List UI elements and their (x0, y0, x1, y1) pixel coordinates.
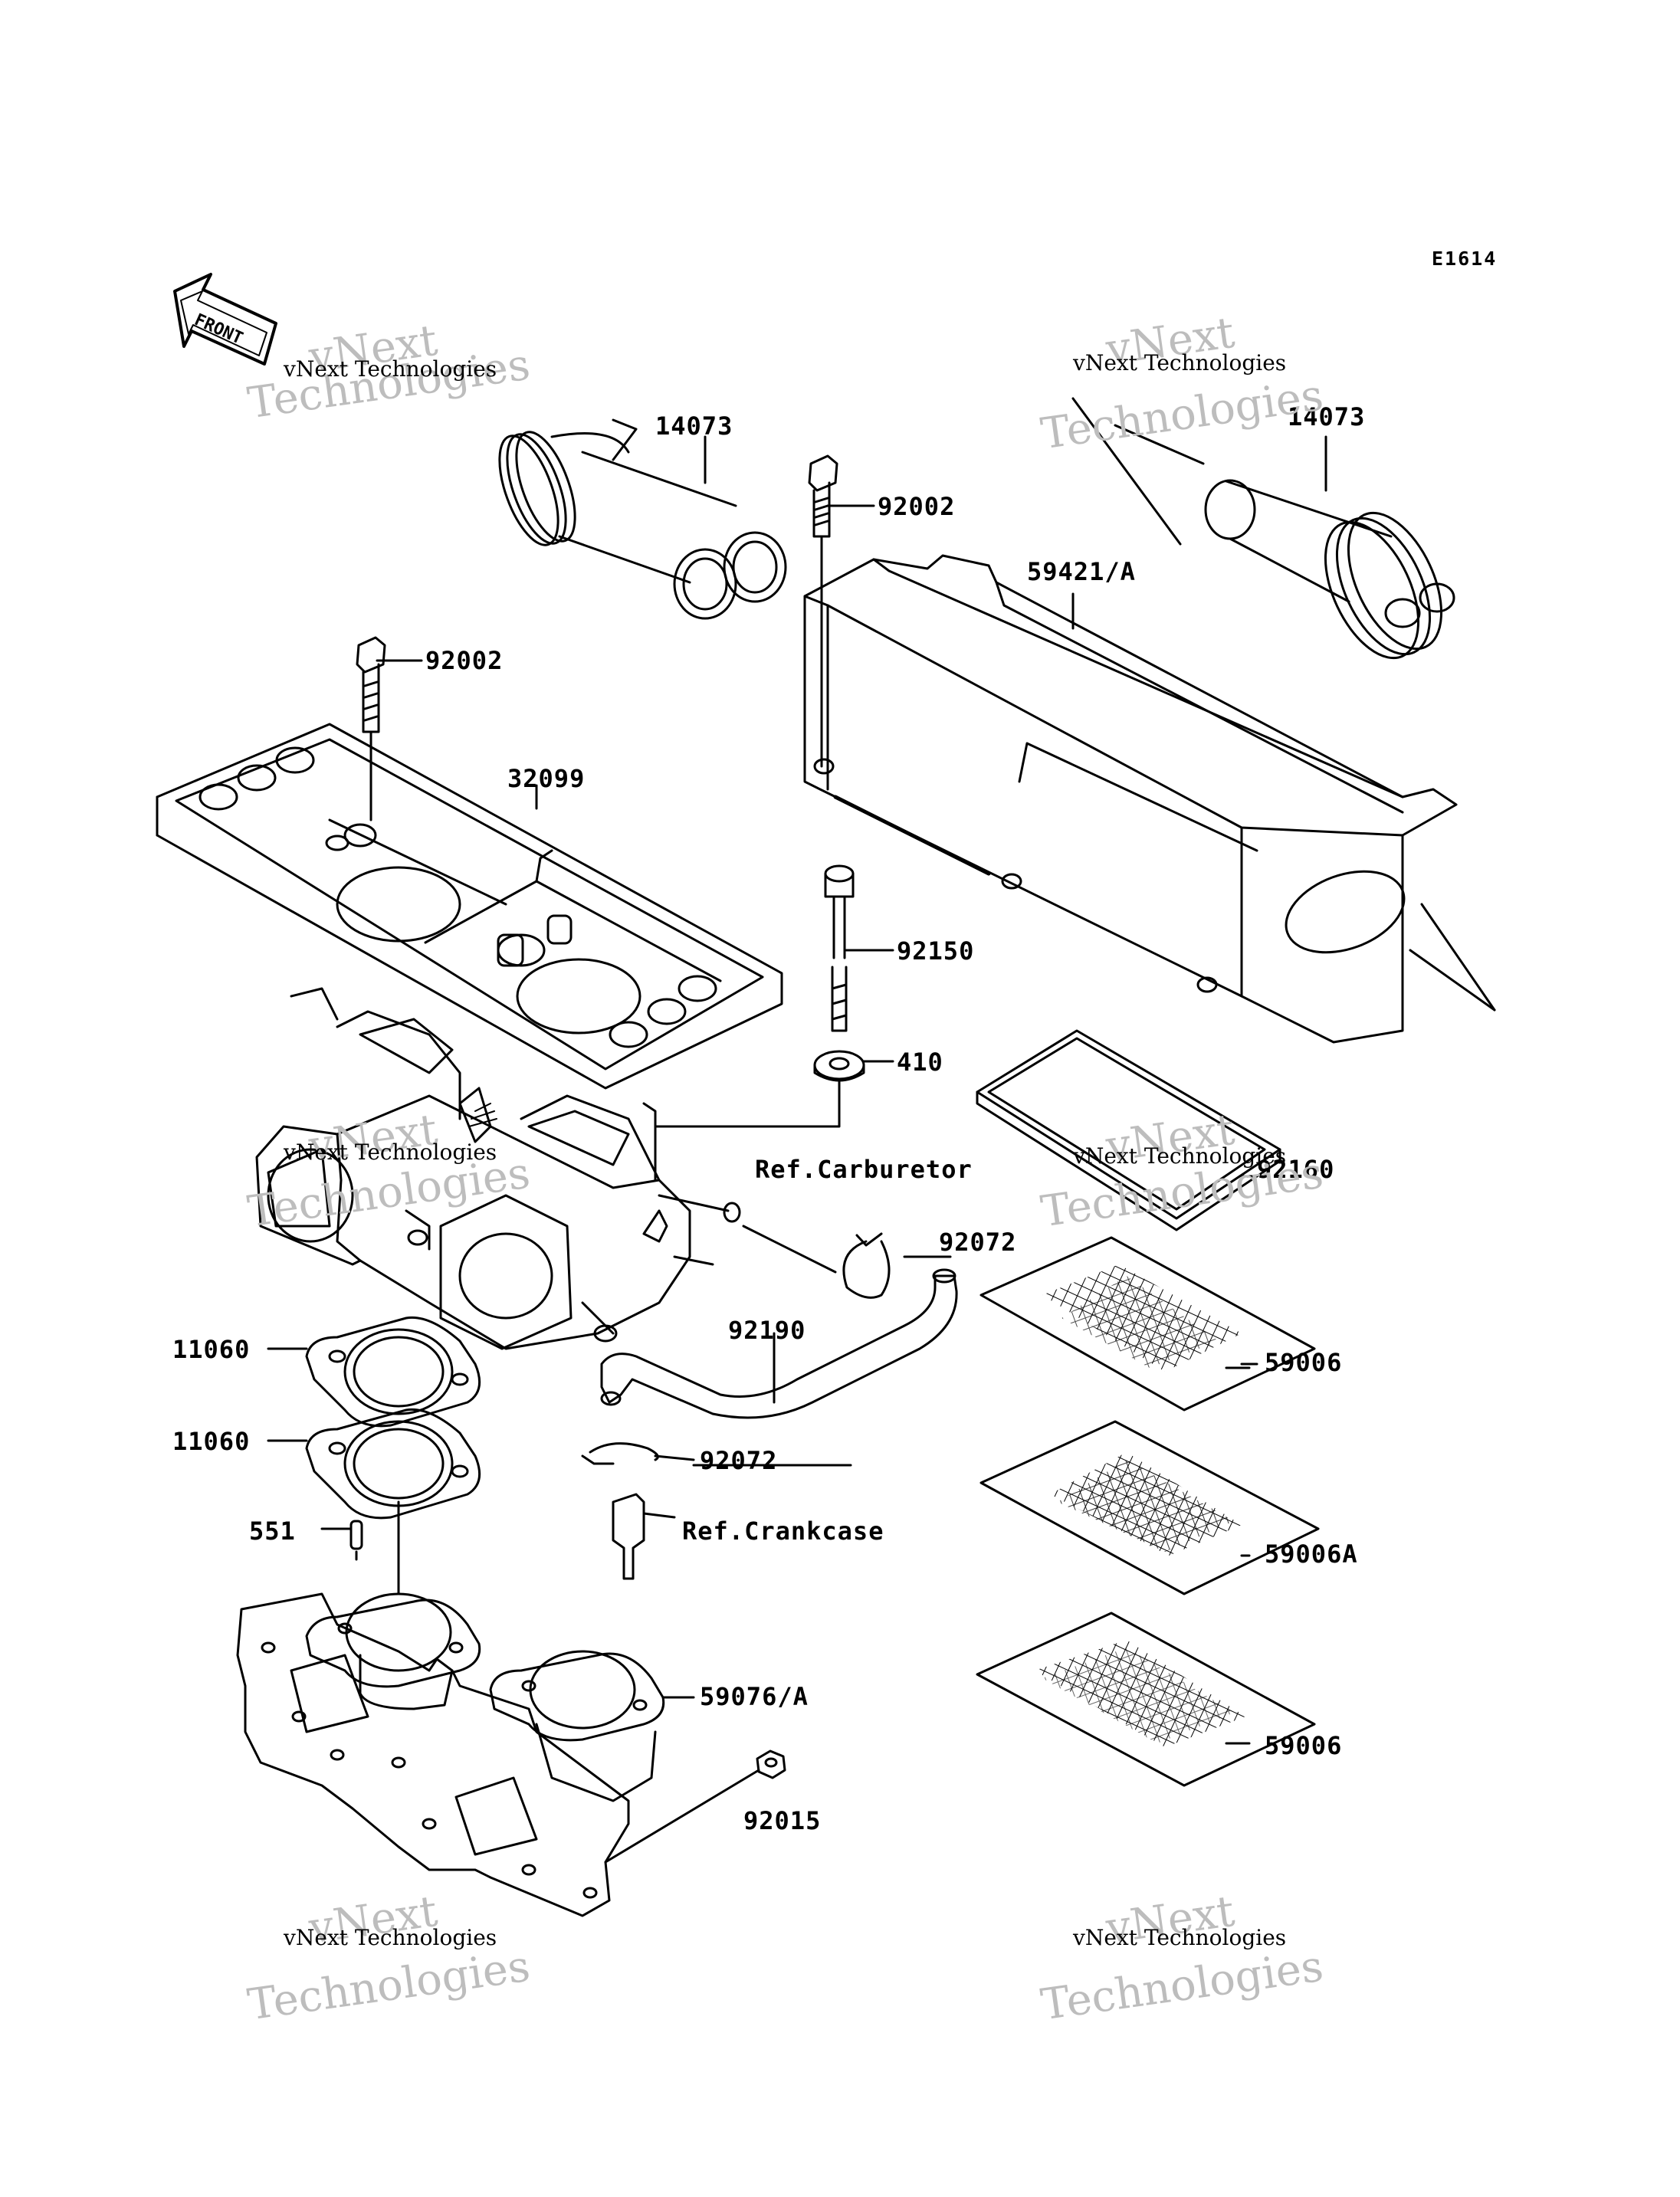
front-arrow-icon (173, 273, 277, 366)
part-label-11060-top: 11060 (172, 1335, 251, 1364)
base-plate (156, 723, 783, 1090)
reference-line (1071, 397, 1182, 546)
reference-line (1114, 424, 1205, 465)
diagram-code: E1614 (1432, 248, 1498, 270)
bolt-92002-left (356, 636, 386, 821)
watermark-small: vNext Technologies (284, 1925, 497, 1950)
reference-line (742, 1225, 837, 1274)
filter-screen-middle (979, 1420, 1320, 1595)
part-label-59006-top: 59006 (1265, 1348, 1343, 1377)
watermark-small: vNext Technologies (1073, 1143, 1287, 1169)
part-label-14073-right: 14073 (1288, 402, 1366, 431)
filter-seal (976, 1029, 1281, 1231)
bolt-92002-top (808, 454, 838, 768)
watermark-small: vNext Technologies (284, 356, 497, 382)
gasket-11060-top (305, 1316, 481, 1428)
washer-410 (654, 1050, 865, 1182)
part-label-92160: 92160 (1257, 1155, 1335, 1184)
part-label-92190: 92190 (728, 1316, 806, 1345)
clip-92072-bottom (581, 1442, 695, 1465)
clip-92072-top (842, 1232, 952, 1299)
part-label-92002-top: 92002 (878, 492, 956, 521)
part-label-92072-top: 92072 (939, 1228, 1017, 1257)
part-label-59076: 59076/A (700, 1682, 809, 1711)
ref-crankcase-label: Ref.Crankcase (682, 1517, 884, 1546)
watermark-small: vNext Technologies (1073, 1925, 1287, 1950)
part-label-59421: 59421/A (1027, 557, 1136, 586)
part-label-92015: 92015 (743, 1806, 822, 1835)
part-label-92072-bottom: 92072 (700, 1446, 778, 1475)
ref-carburetor-label: Ref.Carburetor (755, 1155, 973, 1184)
carburetor-assembly (255, 987, 741, 1350)
part-label-59006-bottom: 59006 (1265, 1731, 1343, 1760)
nut-92015 (604, 1749, 786, 1864)
bolt-92150 (824, 864, 855, 1032)
watermark-small: vNext Technologies (1073, 350, 1287, 375)
part-label-92150: 92150 (897, 936, 975, 966)
part-label-59006A: 59006A (1265, 1540, 1358, 1569)
air-box (803, 554, 1458, 1044)
crankcase-fitting (612, 1493, 676, 1580)
part-label-410: 410 (897, 1048, 943, 1077)
filter-screen-bottom (976, 1612, 1316, 1787)
intake-tube-right (1204, 479, 1455, 660)
part-label-551: 551 (249, 1517, 296, 1546)
intake-manifold (236, 1592, 695, 1917)
dowel-pin-551 (320, 1520, 363, 1561)
filter-screen-top (979, 1236, 1316, 1412)
part-label-92002-left: 92002 (425, 646, 504, 675)
hose-92190 (600, 1268, 958, 1419)
intake-tube-left (498, 418, 787, 620)
part-label-32099: 32099 (507, 764, 586, 793)
part-label-14073-left: 14073 (655, 412, 733, 441)
watermark-small: vNext Technologies (284, 1139, 497, 1165)
reference-line (1420, 903, 1496, 1012)
reference-line (1409, 949, 1496, 1012)
part-label-11060-bottom: 11060 (172, 1427, 251, 1456)
